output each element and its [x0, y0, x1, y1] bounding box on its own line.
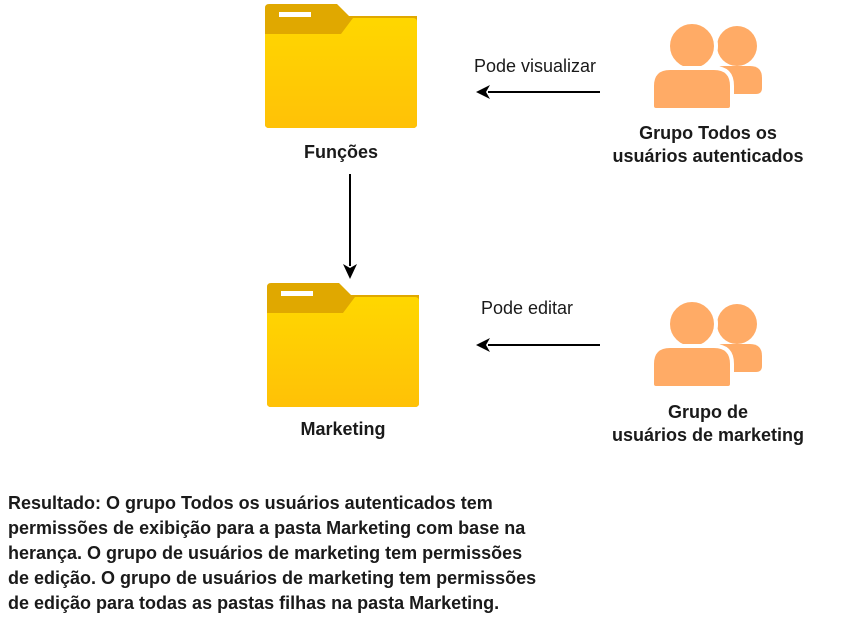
group-label-authenticated-line2: usuários autenticados: [612, 146, 804, 166]
group-label-authenticated-line1: Grupo Todos os: [639, 123, 777, 143]
folder-label-funcoes: Funções: [303, 142, 378, 162]
result-line-2: permissões de exibição para a pasta Mark…: [8, 518, 526, 538]
result-line-4: de edição. O grupo de usuários de market…: [8, 568, 537, 588]
inheritance-arrow: [340, 174, 360, 280]
result-text: Resultado: O grupo Todos os usuários aut…: [8, 491, 628, 616]
group-label-marketing-line2: usuários de marketing: [611, 425, 805, 445]
folder-label-marketing: Marketing: [300, 419, 386, 439]
group-authenticated: [650, 22, 765, 110]
group-label-marketing-line1: Grupo de: [668, 402, 748, 422]
users-group-icon: [650, 22, 762, 110]
group-marketing: [650, 300, 765, 388]
result-line-5: de edição para todas as pastas filhas na…: [8, 593, 500, 613]
edge-label-view: Pode visualizar: [473, 56, 597, 76]
users-group-icon: [650, 300, 762, 388]
folder-icon: [265, 4, 417, 128]
folder-marketing: [267, 283, 419, 407]
group-label-authenticated: Grupo Todos os usuários autenticados: [558, 122, 858, 168]
result-line-3: herança. O grupo de usuários de marketin…: [8, 543, 523, 563]
group-label-marketing: Grupo de usuários de marketing: [558, 401, 858, 447]
edit-arrow: [476, 336, 602, 354]
result-line-1: Resultado: O grupo Todos os usuários aut…: [8, 493, 493, 513]
folder-icon: [267, 283, 419, 407]
view-arrow: [476, 83, 602, 101]
edge-label-edit: Pode editar: [480, 298, 574, 318]
folder-funcoes: [265, 4, 417, 128]
